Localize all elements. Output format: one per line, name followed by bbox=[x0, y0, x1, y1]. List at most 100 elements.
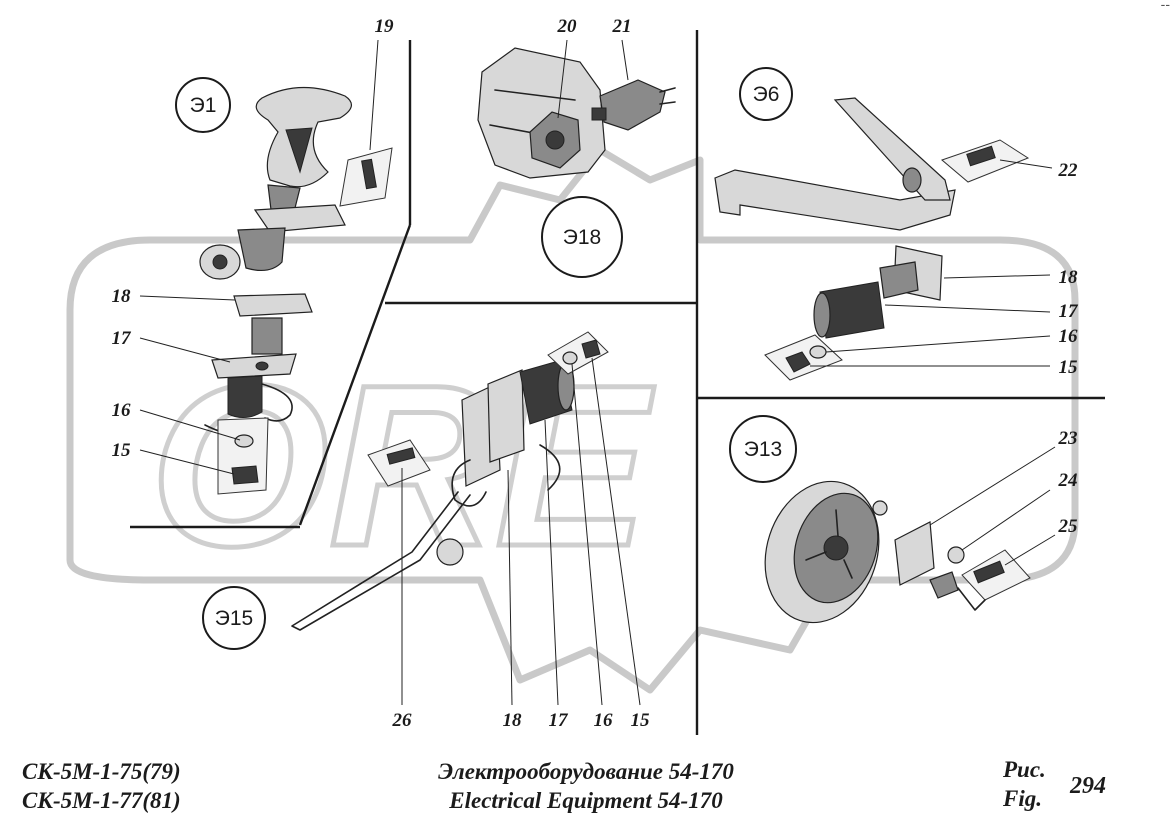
footer-section-title: Электрооборудование 54-170 Electrical Eq… bbox=[406, 757, 766, 815]
callout-e15-26: 26 bbox=[392, 710, 413, 731]
view-label-e13: Э13 bbox=[744, 438, 782, 461]
leader-24 bbox=[961, 489, 1051, 551]
knob-slot bbox=[285, 127, 313, 174]
model-code-1: СК-5М-1-75(79) bbox=[22, 759, 181, 784]
nut-15-e15 bbox=[581, 339, 601, 359]
model-code-2: СК-5М-1-77(81) bbox=[22, 788, 181, 813]
pulley-spokes bbox=[805, 509, 853, 579]
view-label-e15: Э15 bbox=[215, 607, 253, 630]
leader-18-e15 bbox=[507, 469, 513, 706]
callout-e1-18: 18 bbox=[112, 286, 132, 307]
view-e13-drawing bbox=[764, 446, 1056, 624]
pressure-switch-21 bbox=[599, 79, 666, 131]
callout-e1-16: 16 bbox=[112, 400, 132, 421]
lever-loop bbox=[451, 459, 487, 507]
callout-e18-21: 21 bbox=[612, 16, 632, 37]
callout-e15-16: 16 bbox=[594, 710, 614, 731]
view-labels: Э1 Э18 Э6 Э13 Э15 bbox=[175, 67, 797, 650]
section-title-ru: Электрооборудование 54-170 bbox=[438, 759, 734, 784]
screw-19 bbox=[361, 158, 377, 190]
pulley-hub bbox=[823, 535, 849, 561]
view-bubble-e13 bbox=[729, 415, 797, 483]
leader-17-e1 bbox=[139, 337, 231, 363]
bracket-base bbox=[714, 169, 956, 231]
lever-rod bbox=[291, 491, 471, 631]
callout-e1-17: 17 bbox=[112, 328, 133, 349]
view-e6-drawing bbox=[714, 97, 1053, 231]
view-label-e6: Э6 bbox=[753, 83, 780, 106]
leader-16-e1 bbox=[139, 409, 241, 441]
view-e18-drawing bbox=[477, 39, 676, 179]
figure-label-ru: Рис. bbox=[1003, 757, 1046, 782]
leader-17-e15 bbox=[544, 419, 559, 706]
view-e15-drawing bbox=[291, 331, 641, 706]
flange-hole bbox=[255, 361, 269, 371]
view-label-e1: Э1 bbox=[190, 94, 217, 117]
callout-e13-25: 25 bbox=[1058, 516, 1079, 537]
leader-18-e6 bbox=[943, 274, 1051, 279]
view-bubble-e1 bbox=[175, 77, 231, 133]
leader-15-e1 bbox=[139, 449, 235, 475]
leader-17-e6 bbox=[884, 304, 1051, 313]
coil-flange-e1 bbox=[211, 353, 297, 379]
leader-18-e1 bbox=[139, 295, 236, 301]
callout-e15-17: 17 bbox=[549, 710, 570, 731]
screw-tag-26 bbox=[367, 439, 431, 487]
washer-24 bbox=[947, 546, 965, 564]
switch-eye-hole bbox=[212, 254, 228, 270]
figure-number: 294 bbox=[1070, 773, 1106, 799]
nut-15-e1 bbox=[231, 465, 259, 485]
sensor-body-e13 bbox=[929, 571, 959, 599]
plate-18-e1 bbox=[233, 293, 313, 317]
corner-mark: -- bbox=[1160, 0, 1170, 12]
callout-e15-18: 18 bbox=[503, 710, 523, 731]
coil-17-e6-end bbox=[813, 292, 831, 338]
view-bubble-e18 bbox=[541, 196, 623, 278]
leader-19 bbox=[369, 39, 379, 151]
switch-21-thread bbox=[591, 107, 607, 121]
panel-frame bbox=[130, 30, 1105, 735]
callout-e13-24: 24 bbox=[1058, 470, 1078, 491]
bracket-arm bbox=[833, 97, 951, 201]
view-label-e18: Э18 bbox=[563, 226, 601, 249]
coil-17-e1 bbox=[227, 375, 263, 418]
view-e6-coil-drawing bbox=[764, 245, 1051, 381]
callout-e15-15: 15 bbox=[631, 710, 651, 731]
coil-upper-e1 bbox=[251, 317, 283, 355]
sensor-wire-e13 bbox=[957, 587, 986, 611]
callout-e1-19: 19 bbox=[375, 16, 395, 37]
callout-e13-23: 23 bbox=[1058, 428, 1078, 449]
leader-20 bbox=[557, 39, 568, 119]
lever-pivot bbox=[436, 538, 464, 566]
callout-numbers: 19 18 17 16 15 20 21 22 18 17 16 15 23 2… bbox=[112, 16, 1080, 731]
callout-e6-16: 16 bbox=[1059, 326, 1079, 347]
section-title-en: Electrical Equipment 54-170 bbox=[449, 788, 723, 813]
callout-e6-17: 17 bbox=[1059, 301, 1080, 322]
figure-label-en: Fig. bbox=[1003, 786, 1042, 811]
coil-lead-wire bbox=[261, 383, 293, 422]
nut-15-e6 bbox=[785, 351, 811, 373]
leader-25 bbox=[1004, 534, 1056, 566]
leader-16-e6 bbox=[825, 335, 1051, 353]
leader-22 bbox=[999, 159, 1053, 169]
switch-21-terminals bbox=[659, 87, 676, 105]
divider-e1-diagonal bbox=[298, 224, 412, 526]
mounting-plate bbox=[253, 204, 346, 233]
footer-figure-label: Рис. Fig. bbox=[1003, 755, 1046, 813]
screw-22 bbox=[966, 145, 996, 167]
leader-21 bbox=[621, 39, 629, 81]
screw-26 bbox=[386, 447, 416, 465]
plate-17-e15 bbox=[487, 369, 525, 463]
view-e1-drawing bbox=[139, 39, 393, 495]
callout-e6-15: 15 bbox=[1059, 357, 1079, 378]
footer-model-codes: СК-5М-1-75(79) СК-5М-1-77(81) bbox=[22, 757, 181, 815]
callout-e1-15: 15 bbox=[112, 440, 132, 461]
callout-e6-22: 22 bbox=[1058, 160, 1079, 181]
bracket-hole bbox=[902, 167, 922, 193]
coil-cap-e6 bbox=[879, 261, 919, 299]
washer-16-e1 bbox=[234, 434, 254, 448]
switch-body bbox=[237, 227, 286, 272]
callout-e6-18: 18 bbox=[1059, 267, 1079, 288]
callout-e18-20: 20 bbox=[557, 16, 578, 37]
